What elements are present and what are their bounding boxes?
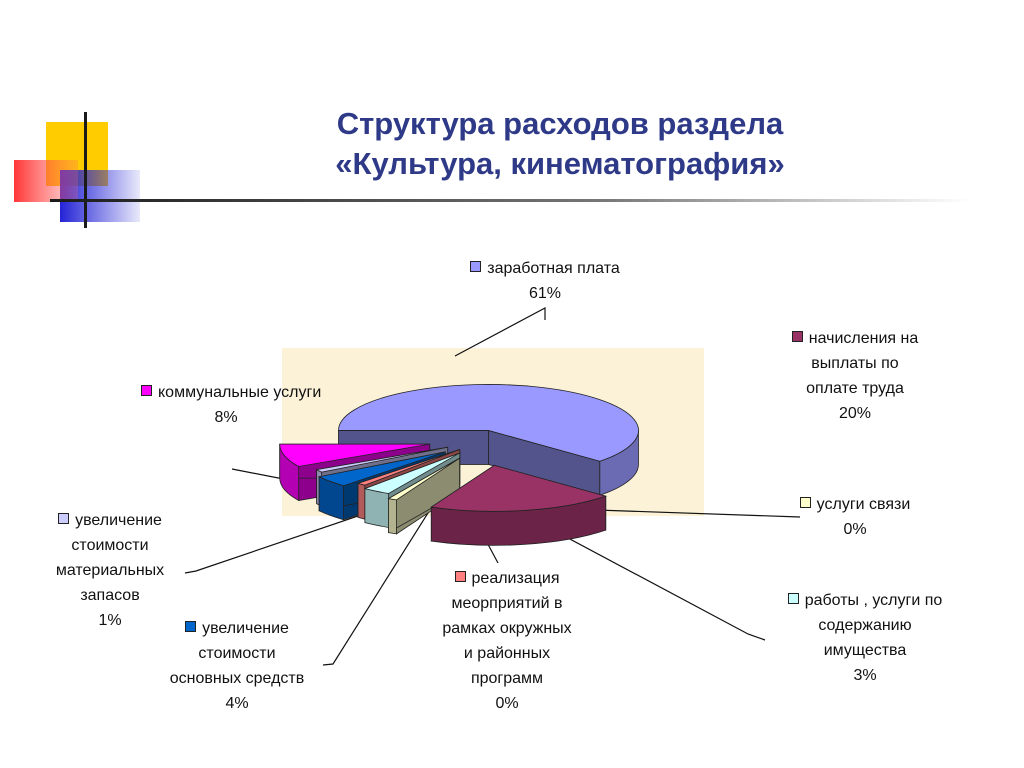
data-label-7: увеличение стоимости материальных запасов 1% <box>30 508 190 633</box>
data-label-8: коммунальные услуги 8% <box>141 380 321 430</box>
slice-label-line-7-2: стоимости <box>71 537 149 554</box>
deco-vertical-line <box>84 112 87 228</box>
legend-swatch-8 <box>141 385 152 396</box>
slide-title: Структура расходов раздела «Культура, ки… <box>200 104 920 184</box>
legend-swatch-5 <box>454 571 466 582</box>
slice-label-line-4-1: работы , услуги по <box>804 592 943 609</box>
leader-lines <box>184 307 801 666</box>
slice-label-line-7-1: увеличение <box>75 512 162 529</box>
leader-line-4 <box>507 505 766 641</box>
legend-swatch-3 <box>799 497 811 508</box>
slice-label-line-2-3: оплате труда <box>806 380 904 397</box>
slice-label-line-4-3: имущества <box>823 642 907 659</box>
slice-label-8: коммунальные услуги <box>158 384 322 401</box>
legend-swatch-2 <box>791 331 803 342</box>
data-label-5: реализация меорприятий в рамках окружных и … <box>422 566 592 716</box>
data-label-2: начисления на выплаты по оплате труда 20% <box>765 326 945 426</box>
leader-line-6 <box>322 504 434 666</box>
legend-swatch-4 <box>787 593 799 604</box>
deco-horizontal-line <box>50 199 970 202</box>
slice-label-line-6-1: увеличение <box>202 620 289 637</box>
slice-label-line-5-5: программ <box>470 670 544 687</box>
slice-label-line-2-2: выплаты по <box>811 355 899 372</box>
leader-line-1 <box>454 307 546 357</box>
slice-label-line-7-4: запасов <box>80 587 140 604</box>
data-label-4: работы , услуги по содержанию имущества 3% <box>765 588 965 688</box>
slice-label-line-5-2: меорприятий в <box>451 595 563 612</box>
title-line-2: «Культура, кинематография» <box>335 146 785 181</box>
leader-line-7 <box>184 499 406 574</box>
slice-label-line-6-3: основных средств <box>169 670 305 687</box>
legend-swatch-1 <box>470 261 482 272</box>
slice-percent-6: 4% <box>225 695 249 712</box>
slice-label-line-5-4: и районных <box>463 645 551 662</box>
slice-percent-2: 20% <box>838 405 872 422</box>
data-label-3: услуги связи 0% <box>770 492 940 542</box>
slice-label-line-5-3: рамках окружных <box>442 620 572 637</box>
data-label-1: заработная плата 61% <box>450 256 640 306</box>
slice-label-line-7-3: материальных <box>55 562 165 579</box>
slice-label-3: услуги связи <box>816 496 911 513</box>
deco-red-square <box>14 160 78 202</box>
slice-1 <box>338 384 639 496</box>
slice-percent-5: 0% <box>495 695 519 712</box>
slice-percent-1: 61% <box>528 285 562 302</box>
slice-label-1: заработная плата <box>487 260 620 277</box>
slice-3 <box>387 457 461 535</box>
legend-swatch-6 <box>185 621 197 632</box>
slice-label-line-6-2: стоимости <box>198 645 276 662</box>
title-line-1: Структура расходов раздела <box>336 106 784 141</box>
slice-2 <box>430 464 608 546</box>
slice-label-line-2-1: начисления на <box>808 330 919 347</box>
slice-percent-4: 3% <box>853 667 877 684</box>
slice-label-line-4-2: содержанию <box>818 617 912 634</box>
slice-percent-3: 0% <box>843 521 867 538</box>
slice-percent-7: 1% <box>98 612 122 629</box>
slice-percent-8: 8% <box>214 409 238 426</box>
data-label-6: увеличение стоимости основных средств 4% <box>147 616 327 716</box>
legend-swatch-7 <box>58 513 70 524</box>
slice-label-line-5-1: реализация <box>471 570 560 587</box>
pie-slices <box>279 384 639 546</box>
